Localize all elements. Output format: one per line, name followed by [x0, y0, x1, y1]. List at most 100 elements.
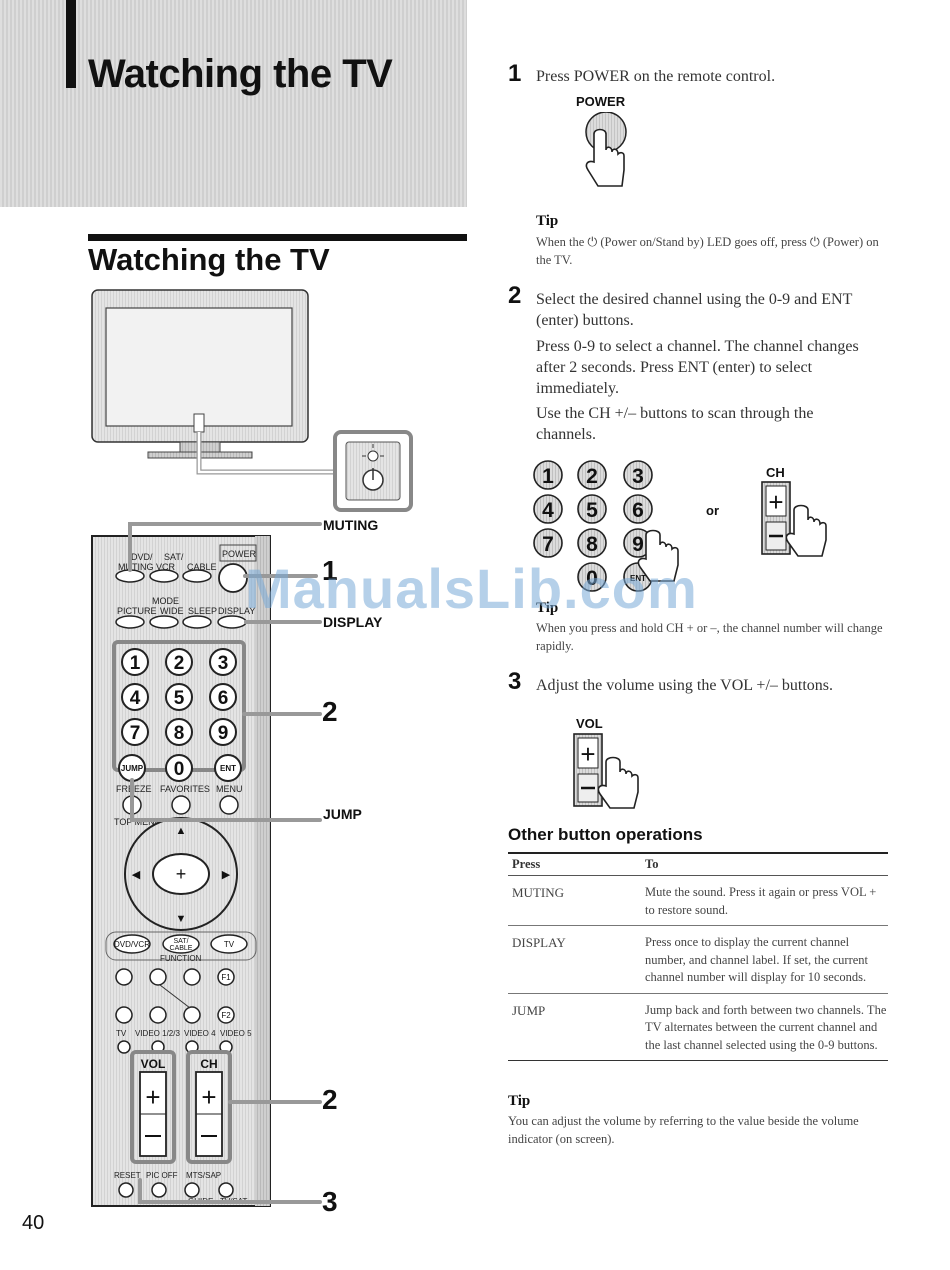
svg-text:SLEEP: SLEEP	[188, 606, 217, 616]
step-2-para-3: Use the CH +/– buttons to scan through t…	[536, 405, 814, 443]
step-1-number: 1	[508, 60, 522, 87]
tv-remote-illustration: DVD/ SAT/ MUTING VCR CABLE POWER MODE PI…	[80, 280, 480, 1220]
svg-text:PIC OFF: PIC OFF	[146, 1171, 178, 1180]
table-row: MUTING Mute the sound. Press it again or…	[508, 875, 888, 926]
step-2-tip-text: When you press and hold CH + or –, the c…	[536, 621, 883, 653]
vol-label: VOL	[576, 716, 603, 731]
other-ops-table: Press To MUTING Mute the sound. Press it…	[508, 852, 888, 1061]
svg-text:CH: CH	[200, 1057, 217, 1071]
power-label: POWER	[576, 94, 626, 109]
svg-text:ENT: ENT	[220, 764, 236, 773]
remote-label-muting: MUTING	[118, 562, 154, 572]
svg-text:WIDE: WIDE	[160, 606, 184, 616]
table-header-row: Press To	[508, 852, 888, 876]
svg-text:5: 5	[586, 499, 598, 522]
final-tip-text: You can adjust the volume by referring t…	[508, 1114, 859, 1146]
step-2-para-1: Select the desired channel using the 0-9…	[536, 291, 853, 329]
svg-text:+: +	[580, 739, 595, 769]
step-1-tip-text: When the ⏻ (Power on/Stand by) LED goes …	[536, 235, 879, 267]
svg-text:VIDEO 1/2/3: VIDEO 1/2/3	[135, 1029, 180, 1038]
or-label: or	[706, 503, 719, 518]
step-2-para-2: Press 0-9 to select a channel. The chann…	[536, 338, 859, 397]
illustration-svg: DVD/ SAT/ MUTING VCR CABLE POWER MODE PI…	[91, 289, 413, 1207]
ch-label: CH	[766, 465, 785, 480]
svg-text:0: 0	[174, 759, 185, 780]
callout-display: DISPLAY	[323, 614, 383, 630]
callout-step-1: 1	[322, 555, 338, 586]
svg-text:3: 3	[218, 653, 229, 674]
svg-text:VIDEO 4: VIDEO 4	[184, 1029, 216, 1038]
svg-text:8: 8	[174, 723, 185, 744]
svg-text:JUMP: JUMP	[121, 764, 144, 773]
svg-text:+: +	[145, 1082, 160, 1112]
table-header-to: To	[641, 852, 888, 876]
callout-step-2b: 2	[322, 1084, 338, 1115]
svg-text:2: 2	[174, 653, 185, 674]
svg-text:6: 6	[218, 688, 229, 709]
header-accent-bar	[66, 0, 76, 88]
step-2-number: 2	[508, 282, 522, 309]
watermark: ManualsLib.com	[245, 557, 698, 620]
svg-text:1: 1	[130, 653, 141, 674]
table-cell-press: MUTING	[508, 875, 641, 926]
callout-jump: JUMP	[323, 806, 362, 822]
step-3-text: Adjust the volume using the VOL +/– butt…	[536, 677, 834, 694]
svg-text:CABLE: CABLE	[170, 945, 193, 952]
svg-text:+: +	[201, 1082, 216, 1112]
svg-text:8: 8	[586, 533, 598, 556]
svg-text:+: +	[768, 487, 783, 517]
svg-text:F2: F2	[221, 1011, 231, 1020]
svg-text:F1: F1	[221, 973, 231, 982]
svg-text:FUNCTION: FUNCTION	[160, 954, 202, 963]
svg-text:▶: ▶	[222, 869, 231, 881]
svg-text:3: 3	[632, 465, 644, 488]
svg-text:VOL: VOL	[141, 1057, 166, 1071]
svg-text:0: 0	[586, 567, 598, 590]
table-cell-press: JUMP	[508, 993, 641, 1061]
svg-text:+: +	[176, 864, 187, 884]
power-button-press-icon	[585, 112, 627, 187]
svg-text:TV: TV	[224, 940, 235, 949]
svg-text:VIDEO 5: VIDEO 5	[220, 1029, 252, 1038]
svg-text:FAVORITES: FAVORITES	[160, 784, 210, 794]
callout-step-3: 3	[322, 1186, 338, 1217]
table-cell-to: Press once to display the current channe…	[641, 925, 888, 994]
remote-control: DVD/ SAT/ MUTING VCR CABLE POWER MODE PI…	[91, 535, 271, 1207]
svg-text:ENT: ENT	[630, 574, 646, 583]
svg-text:RESET: RESET	[114, 1171, 141, 1180]
callout-step-2a: 2	[322, 696, 338, 727]
ch-button-press-icon: +	[761, 481, 827, 557]
svg-text:MENU: MENU	[216, 784, 243, 794]
svg-text:SAT/: SAT/	[164, 552, 184, 562]
table-cell-press: DISPLAY	[508, 925, 641, 994]
section-rule	[88, 234, 467, 241]
table-cell-to: Mute the sound. Press it again or press …	[641, 875, 888, 926]
other-ops-title: Other button operations	[508, 825, 703, 844]
svg-text:VCR: VCR	[156, 562, 176, 572]
step-3-number: 3	[508, 668, 522, 695]
svg-text:5: 5	[174, 688, 185, 709]
svg-text:DVD/VCR: DVD/VCR	[114, 940, 150, 949]
svg-text:▲: ▲	[176, 825, 187, 837]
section-title: Watching the TV	[88, 242, 330, 277]
svg-text:CABLE: CABLE	[187, 562, 217, 572]
step-2-tip-label: Tip	[536, 600, 559, 616]
tv-icon	[91, 289, 309, 459]
svg-text:▼: ▼	[176, 913, 187, 925]
header-banner: Watching the TV	[0, 0, 467, 207]
final-tip-label: Tip	[508, 1093, 531, 1109]
step-1-tip-label: Tip	[536, 213, 559, 229]
table-row: DISPLAY Press once to display the curren…	[508, 925, 888, 994]
svg-text:9: 9	[218, 723, 229, 744]
svg-text:SAT/: SAT/	[173, 938, 188, 945]
svg-text:1: 1	[542, 465, 554, 488]
remote-label-dvdvcr: DVD/	[131, 552, 153, 562]
svg-text:TV: TV	[116, 1029, 127, 1038]
remote-power-button	[218, 563, 248, 593]
svg-text:MTS/SAP: MTS/SAP	[186, 1171, 221, 1180]
svg-text:2: 2	[586, 465, 598, 488]
table-row: JUMP Jump back and forth between two cha…	[508, 993, 888, 1061]
power-led-icon	[333, 430, 413, 512]
svg-text:4: 4	[542, 499, 554, 522]
